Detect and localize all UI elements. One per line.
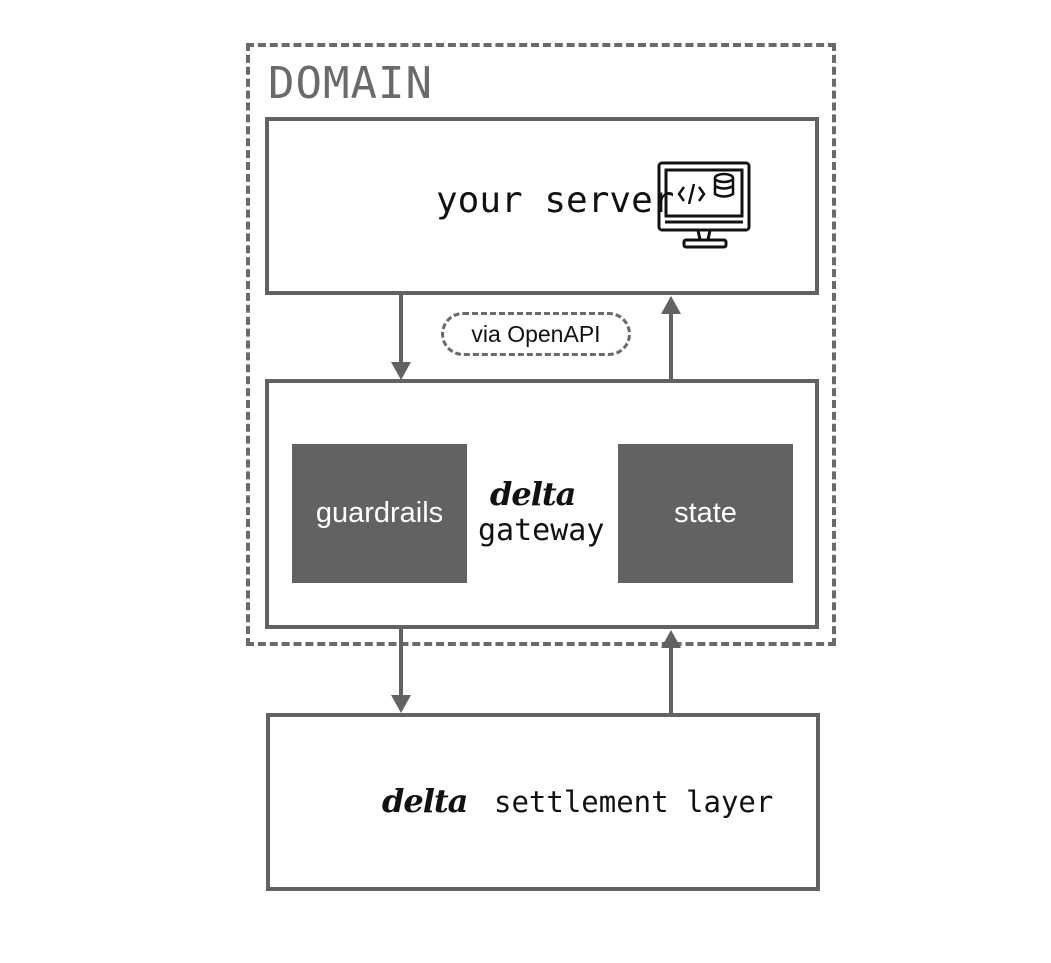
domain-boundary — [246, 43, 836, 646]
domain-label: DOMAIN — [268, 58, 433, 109]
settlement-node — [266, 713, 820, 891]
guardrails-block: guardrails — [292, 444, 467, 583]
settlement-label: settlement layer — [494, 785, 774, 819]
state-block: state — [618, 444, 793, 583]
delta-logo: delta — [382, 782, 468, 820]
delta-logo: delta — [490, 475, 576, 513]
server-label: your server — [436, 180, 675, 221]
gateway-label: gateway — [478, 513, 605, 548]
openapi-connector-label: via OpenAPI — [441, 312, 631, 356]
